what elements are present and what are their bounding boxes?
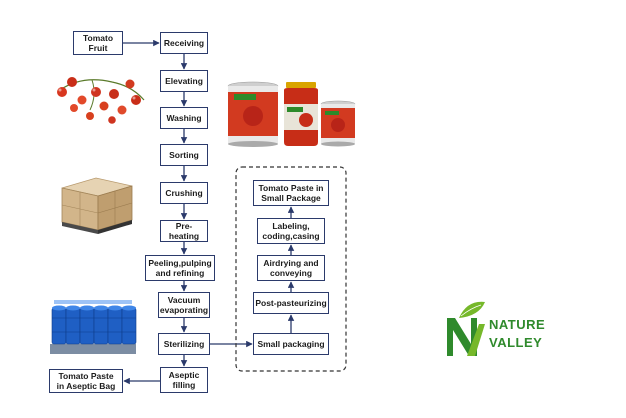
- step-vacuum-evaporating: Vacuum evaporating: [158, 292, 210, 318]
- step-crushing: Crushing: [160, 182, 208, 204]
- logo-line-1: NATURE: [489, 317, 546, 332]
- step-labeling-coding-casing: Labeling, coding,casing: [257, 218, 325, 244]
- step-small-packaging: Small packaging: [253, 333, 329, 355]
- step-post-pasteurizing: Post-pasteurizing: [253, 292, 329, 314]
- step-pre-heating: Pre-heating: [160, 220, 208, 242]
- tomato-paste-small-package-box: Tomato Paste in Small Package: [253, 180, 329, 206]
- pallet-box-image: [61, 177, 133, 234]
- step-sterilizing: Sterilizing: [158, 333, 210, 355]
- step-receiving: Receiving: [160, 32, 208, 54]
- step-peeling-pulping-refining: Peeling,pulping and refining: [145, 255, 215, 281]
- logo-line-2: VALLEY: [489, 335, 543, 350]
- tomatoes-image: [57, 77, 145, 124]
- tomato-paste-aseptic-bag-box: Tomato Paste in Aseptic Bag: [49, 369, 123, 393]
- step-washing: Washing: [160, 107, 208, 129]
- step-elevating: Elevating: [160, 70, 208, 92]
- nv-leaf-icon: [447, 301, 485, 356]
- tomato-paste-cans-image: [227, 81, 356, 147]
- tomato-fruit-box: Tomato Fruit: [73, 31, 123, 55]
- step-aseptic-filling: Aseptic filling: [160, 367, 208, 393]
- nature-valley-logo: NATURE VALLEY: [445, 300, 555, 364]
- blue-drums-image: [50, 300, 137, 354]
- step-sorting: Sorting: [160, 144, 208, 166]
- step-airdrying-conveying: Airdrying and conveying: [257, 255, 325, 281]
